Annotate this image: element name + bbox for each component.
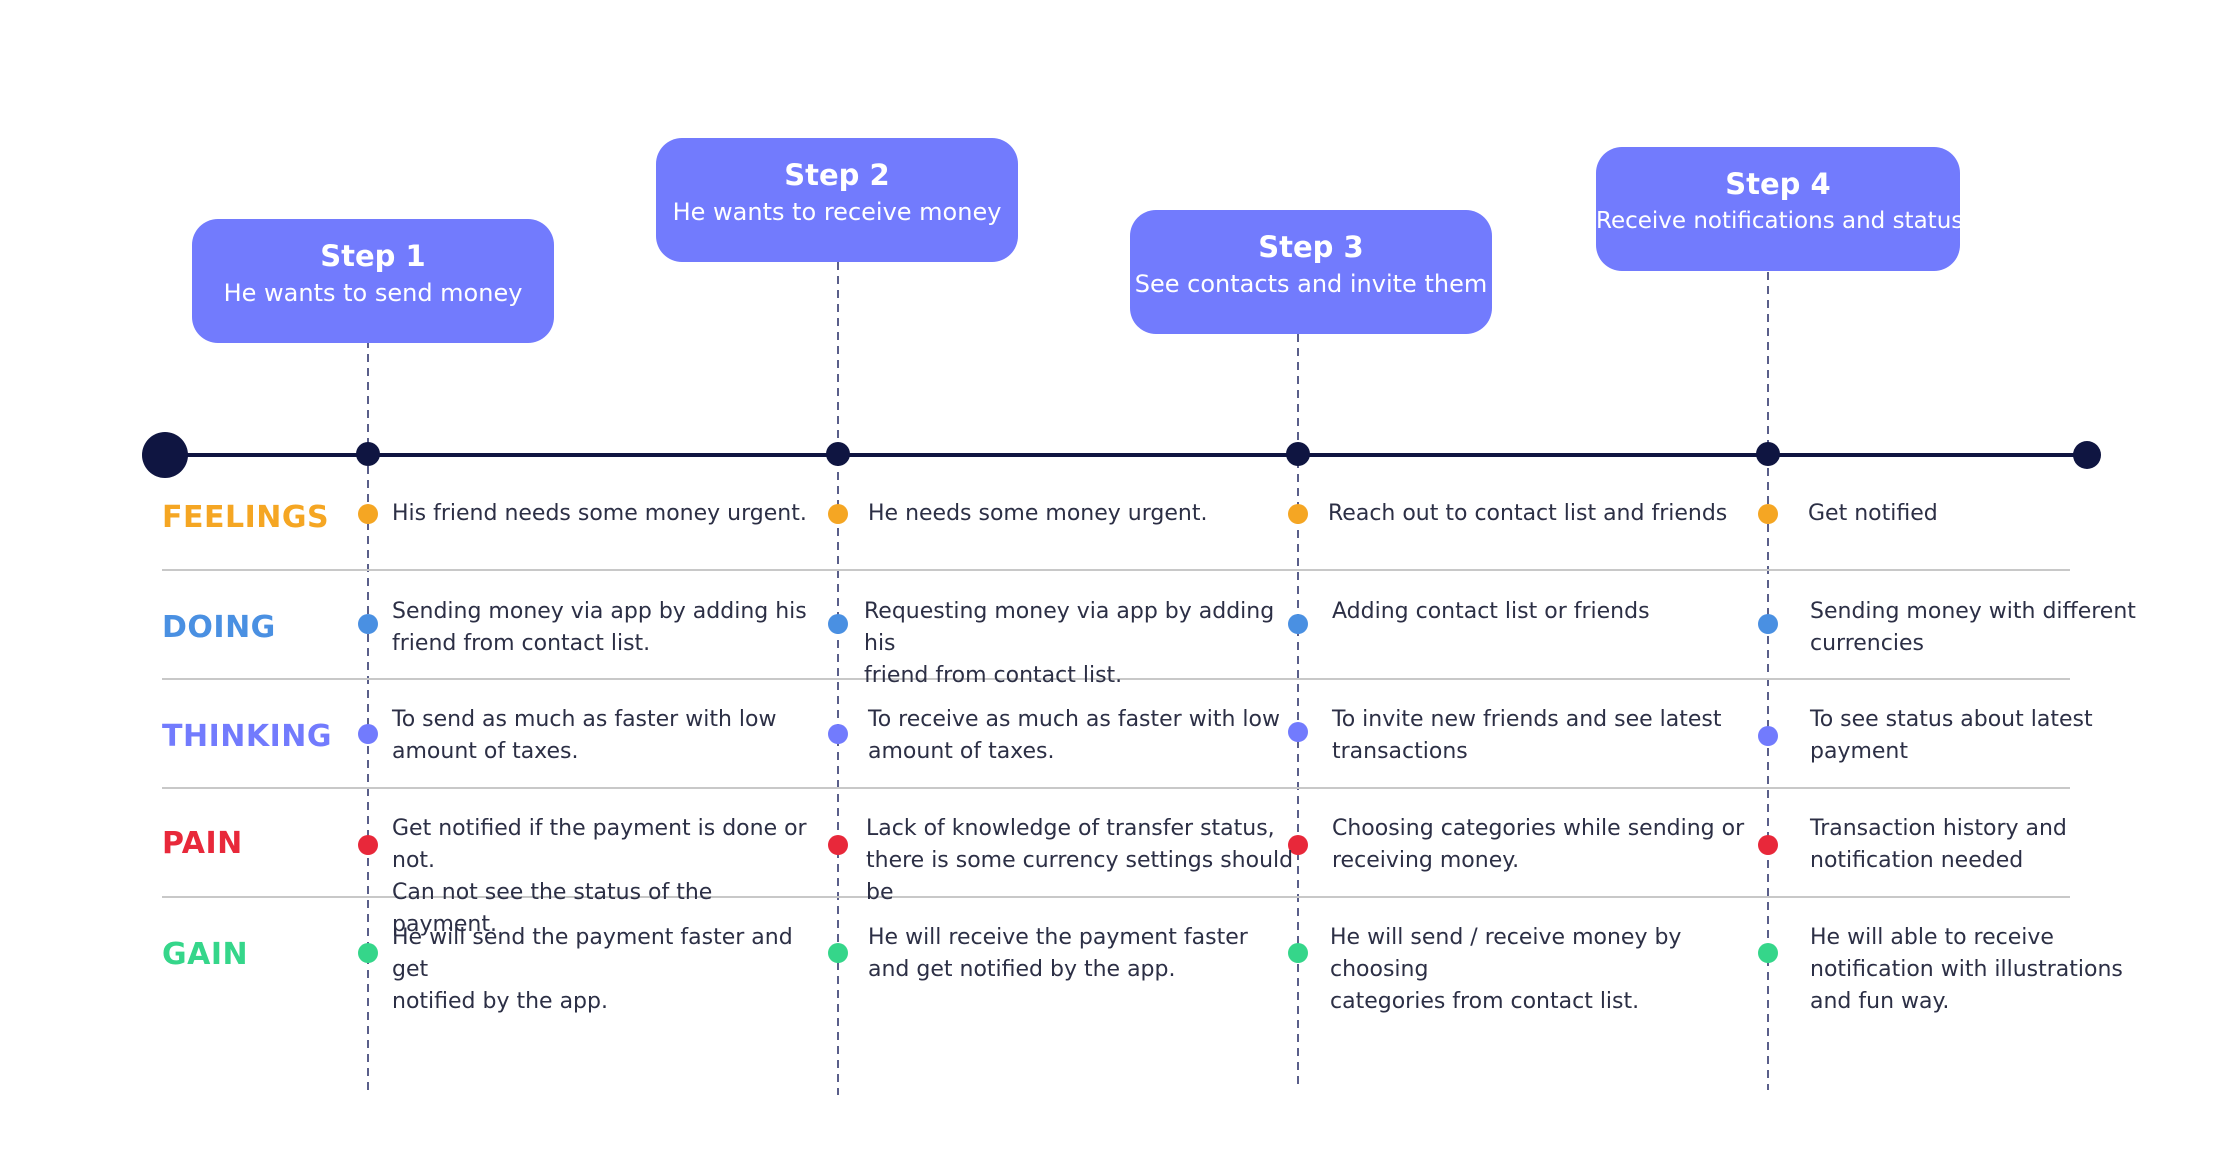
row-label-thinking: THINKING — [162, 719, 332, 754]
thinking-dot — [1758, 726, 1778, 746]
feelings-cell: Get notified — [1808, 501, 1938, 526]
step-1-card: Step 1 He wants to send money — [192, 219, 554, 343]
doing-dot — [828, 614, 848, 634]
gain-dot — [1758, 943, 1778, 963]
step-title: Step 4 — [1725, 167, 1831, 201]
gain-dot — [828, 943, 848, 963]
doing-cell: Adding contact list or friends — [1332, 599, 1650, 624]
step-subtitle: Receive notifications and status — [1596, 208, 1964, 234]
pain-cell: Get notified if the payment is done or n… — [392, 816, 807, 937]
feelings-cell: He needs some money urgent. — [868, 501, 1208, 526]
timeline-start-node — [142, 432, 188, 478]
gain-cell: He will able to receive notification wit… — [1810, 925, 2123, 1014]
feelings-dot — [358, 504, 378, 524]
step-title: Step 1 — [320, 239, 426, 273]
thinking-cell: To send as much as faster with low amoun… — [392, 707, 777, 764]
feelings-dot — [1758, 504, 1778, 524]
timeline-end-node — [2073, 441, 2101, 469]
step-subtitle: He wants to receive money — [672, 198, 1002, 226]
feelings-cell: Reach out to contact list and friends — [1328, 501, 1728, 526]
gain-cell: He will send / receive money by choosing… — [1330, 925, 1682, 1014]
gain-cell: He will send the payment faster and get … — [392, 925, 793, 1014]
step-title: Step 3 — [1258, 230, 1364, 264]
step-3-card: Step 3 See contacts and invite them — [1130, 210, 1492, 334]
pain-dot — [358, 835, 378, 855]
doing-dot — [1758, 614, 1778, 634]
feelings-dot — [828, 504, 848, 524]
step-subtitle: See contacts and invite them — [1134, 270, 1488, 298]
gain-dot — [1288, 943, 1308, 963]
step-title: Step 2 — [784, 158, 890, 192]
thinking-dot — [1288, 722, 1308, 742]
pain-dot — [1758, 835, 1778, 855]
thinking-cell: To invite new friends and see latest tra… — [1332, 707, 1722, 764]
thinking-dot — [358, 724, 378, 744]
timeline-node — [1756, 442, 1780, 466]
feelings-cell: His friend needs some money urgent. — [392, 501, 807, 526]
pain-cell: Transaction history and notification nee… — [1810, 816, 2067, 873]
step-subtitle: He wants to send money — [223, 279, 523, 307]
row-label-pain: PAIN — [162, 826, 243, 861]
row-label-feelings: FEELINGS — [162, 500, 330, 535]
doing-dot — [358, 614, 378, 634]
pain-cell: Choosing categories while sending or rec… — [1332, 816, 1745, 873]
gain-cell: He will receive the payment faster and g… — [868, 925, 1248, 982]
doing-dot — [1288, 614, 1308, 634]
thinking-dot — [828, 724, 848, 744]
timeline-node — [1286, 442, 1310, 466]
timeline-node — [356, 442, 380, 466]
thinking-cell: To see status about latest payment — [1810, 707, 2093, 764]
feelings-dot — [1288, 504, 1308, 524]
row-label-doing: DOING — [162, 610, 276, 645]
step-2-card: Step 2 He wants to receive money — [656, 138, 1018, 262]
step-4-card: Step 4 Receive notifications and status — [1596, 147, 1964, 271]
row-label-gain: GAIN — [162, 937, 249, 972]
doing-cell: Sending money with different currencies — [1810, 599, 2136, 656]
timeline-node — [826, 442, 850, 466]
thinking-cell: To receive as much as faster with low am… — [868, 707, 1280, 764]
pain-dot — [828, 835, 848, 855]
gain-dot — [358, 943, 378, 963]
pain-cell: Lack of knowledge of transfer status, th… — [866, 816, 1294, 905]
pain-dot — [1288, 835, 1308, 855]
doing-cell: Requesting money via app by adding his f… — [864, 599, 1275, 688]
doing-cell: Sending money via app by adding his frie… — [392, 599, 807, 656]
